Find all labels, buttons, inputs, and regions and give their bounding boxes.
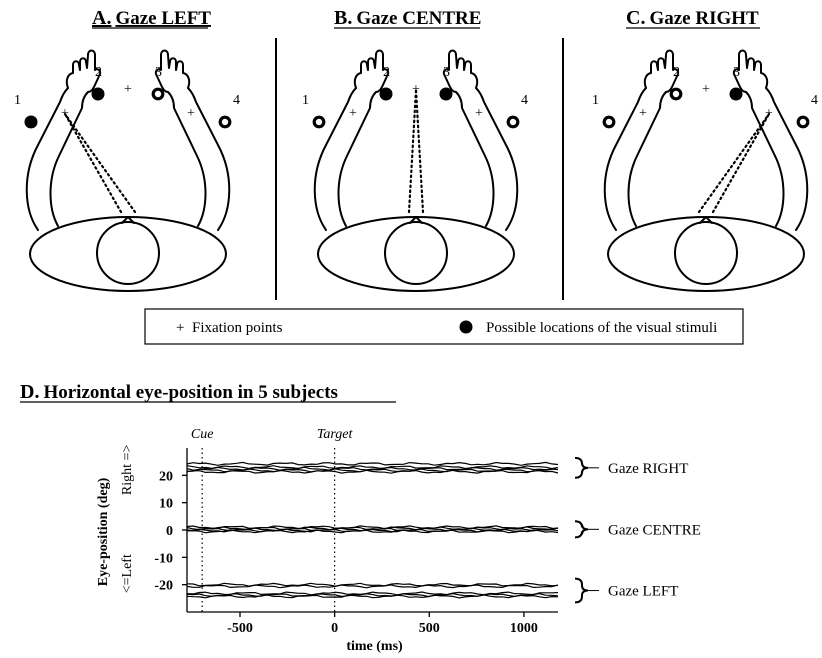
stimulus-number-2: 2 (383, 65, 390, 80)
fixation-point: + (639, 106, 647, 121)
x-tick-label: 0 (331, 621, 338, 636)
stimulus-number-4: 4 (233, 93, 240, 108)
group-label: Gaze RIGHT (608, 461, 688, 477)
stimulus-number-4: 4 (521, 93, 528, 108)
eye-trace (186, 582, 559, 587)
y-tick-label: -10 (154, 551, 173, 566)
event-label: Target (317, 427, 354, 442)
stimulus-location-2 (379, 87, 393, 101)
legend-box (144, 308, 744, 345)
fixation-point: + (702, 82, 710, 97)
gaze-line (711, 112, 771, 214)
stimulus-number-1: 1 (14, 93, 21, 108)
stimulus-number-1: 1 (592, 93, 599, 108)
group-bracket (574, 456, 589, 479)
legend-stimulus-dot (459, 320, 473, 334)
stimulus-location-4 (796, 115, 810, 129)
panel-d-title: D.Horizontal eye-position in 5 subjects (20, 381, 338, 403)
fixation-point: + (412, 82, 420, 97)
x-tick-label: 500 (419, 621, 440, 636)
gaze-line (63, 112, 137, 214)
stimulus-number-3: 3 (443, 65, 450, 80)
fixation-point: + (475, 106, 483, 121)
eye-trace (186, 465, 559, 470)
legend-stimulus-label: Possible locations of the visual stimuli (486, 320, 717, 336)
legend-fixation-label: Fixation points (192, 320, 283, 336)
eye-trace (186, 469, 559, 474)
trace-group: Gaze RIGHT (186, 456, 688, 479)
gaze-line (414, 88, 425, 214)
stimulus-number-3: 3 (155, 65, 162, 80)
trace-group: Gaze LEFT (186, 577, 678, 604)
stimulus-location-3 (151, 87, 165, 101)
x-tick-label: -500 (227, 621, 253, 636)
y-axis-right-label: Right => (120, 445, 135, 496)
stimulus-location-3 (729, 87, 743, 101)
stimulus-location-4 (218, 115, 232, 129)
y-axis-label: Eye-position (deg) (96, 477, 111, 586)
y-tick-label: 0 (166, 524, 173, 539)
trace-group: Gaze CENTRE (186, 520, 701, 539)
panel-c-title: C.Gaze RIGHT (626, 7, 759, 29)
eye-position-chart: 20 10 0 -10 -20 -500 0 500 1000 time (ms) Eye-posi… (96, 427, 701, 654)
stimulus-location-2 (669, 87, 683, 101)
group-label: Gaze CENTRE (608, 522, 701, 538)
eye-trace (186, 591, 559, 596)
eye-trace (186, 592, 559, 598)
y-tick-label: -20 (154, 579, 173, 594)
y-tick-label: 10 (159, 497, 173, 512)
x-tick-label: 1000 (510, 621, 538, 636)
stimulus-location-1 (312, 115, 326, 129)
panel-a-title: A.Gaze LEFT (92, 7, 211, 29)
stimulus-location-1 (602, 115, 616, 129)
fixation-point: + (187, 106, 195, 121)
stimulus-location-2 (91, 87, 105, 101)
group-bracket (574, 577, 589, 604)
stimulus-number-2: 2 (95, 65, 102, 80)
panel-b-title: B.Gaze CENTRE (334, 7, 481, 29)
gaze-line (407, 88, 418, 214)
legend-fixation-symbol: + (176, 320, 184, 336)
x-axis-label: time (ms) (346, 639, 403, 654)
stimulus-number-4: 4 (811, 93, 818, 108)
stimulus-location-4 (506, 115, 520, 129)
stimulus-location-3 (439, 87, 453, 101)
fixation-point: + (124, 82, 132, 97)
fixation-point: + (349, 106, 357, 121)
group-bracket (574, 520, 589, 539)
y-axis-left-label: <=Left (120, 554, 135, 593)
stimulus-number-2: 2 (673, 65, 680, 80)
stimulus-number-3: 3 (733, 65, 740, 80)
event-label: Cue (191, 427, 214, 442)
stimulus-number-1: 1 (302, 93, 309, 108)
eye-trace (186, 529, 559, 534)
eye-trace (186, 461, 559, 466)
group-label: Gaze LEFT (608, 584, 678, 600)
gaze-line (63, 112, 123, 214)
gaze-line (697, 112, 771, 214)
y-tick-label: 20 (159, 469, 173, 484)
panel-b-drawing: 1 2 3 4 + + + (302, 49, 528, 292)
stimulus-location-1 (24, 115, 38, 129)
eye-trace (186, 584, 559, 589)
eye-trace (186, 594, 559, 599)
